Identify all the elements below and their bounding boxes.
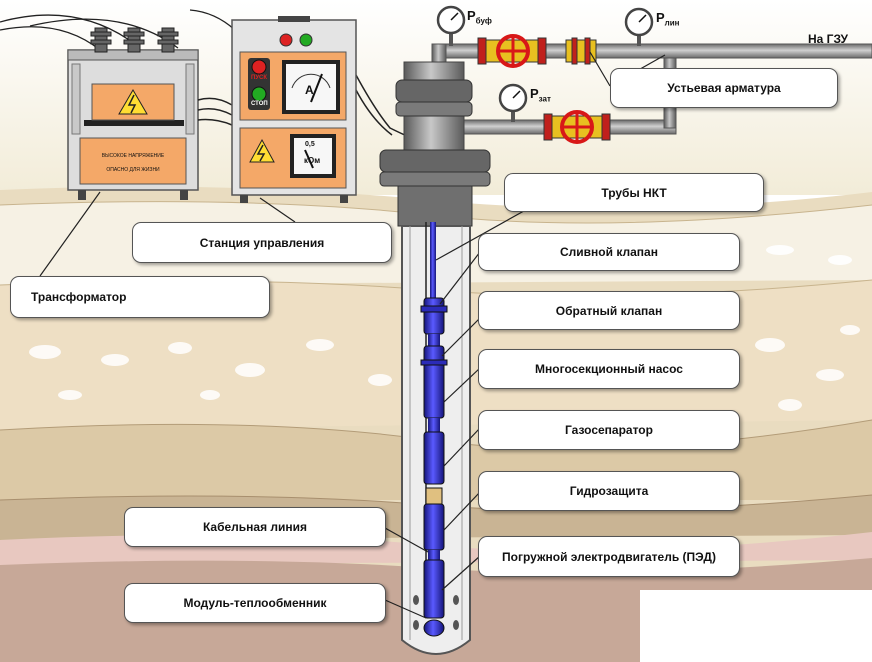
label-tubing: Трубы НКТ xyxy=(504,173,764,212)
valves xyxy=(477,34,611,144)
label-submersible-motor: Погружной электродвигатель (ПЭД) xyxy=(478,536,740,577)
label-gas-separator: Газосепаратор xyxy=(478,410,740,450)
label-wellhead-fittings: Устьевая арматура xyxy=(610,68,838,108)
label-drain-valve: Сливной клапан xyxy=(478,233,740,271)
p-lin-label: Pлин xyxy=(656,10,680,28)
transformer-warning-line1: ВЫСОКОЕ НАПРЯЖЕНИЕ xyxy=(101,153,165,159)
p-buf-label: Pбуф xyxy=(467,8,492,26)
start-label: ПУСК xyxy=(251,75,268,81)
megohm-unit-label: кОм xyxy=(304,156,321,165)
p-zat-label: Pзат xyxy=(530,86,551,104)
transformer-warning-line2: ОПАСНО ДЛЯ ЖИЗНИ xyxy=(106,167,160,173)
label-multistage-pump: Многосекционный насос xyxy=(478,349,740,389)
label-check-valve: Обратный клапан xyxy=(478,291,740,330)
label-cable-line: Кабельная линия xyxy=(124,507,386,547)
flow-destination-label: На ГЗУ xyxy=(808,32,849,46)
label-control-station: Станция управления xyxy=(132,222,392,263)
ammeter-label: A xyxy=(305,83,314,97)
pump-string xyxy=(420,222,448,637)
control-station xyxy=(231,16,357,203)
stop-label: СТОП xyxy=(251,101,268,107)
label-heat-exchanger: Модуль-теплообменник xyxy=(124,583,386,623)
leader-lines xyxy=(39,51,666,619)
label-seal-section: Гидрозащита xyxy=(478,471,740,511)
transformer xyxy=(67,27,199,200)
pressure-gauges xyxy=(436,5,654,113)
label-transformer: Трансформатор xyxy=(10,276,270,318)
megohm-scale-label: 0,5 xyxy=(305,141,315,148)
wellhead xyxy=(379,61,491,227)
